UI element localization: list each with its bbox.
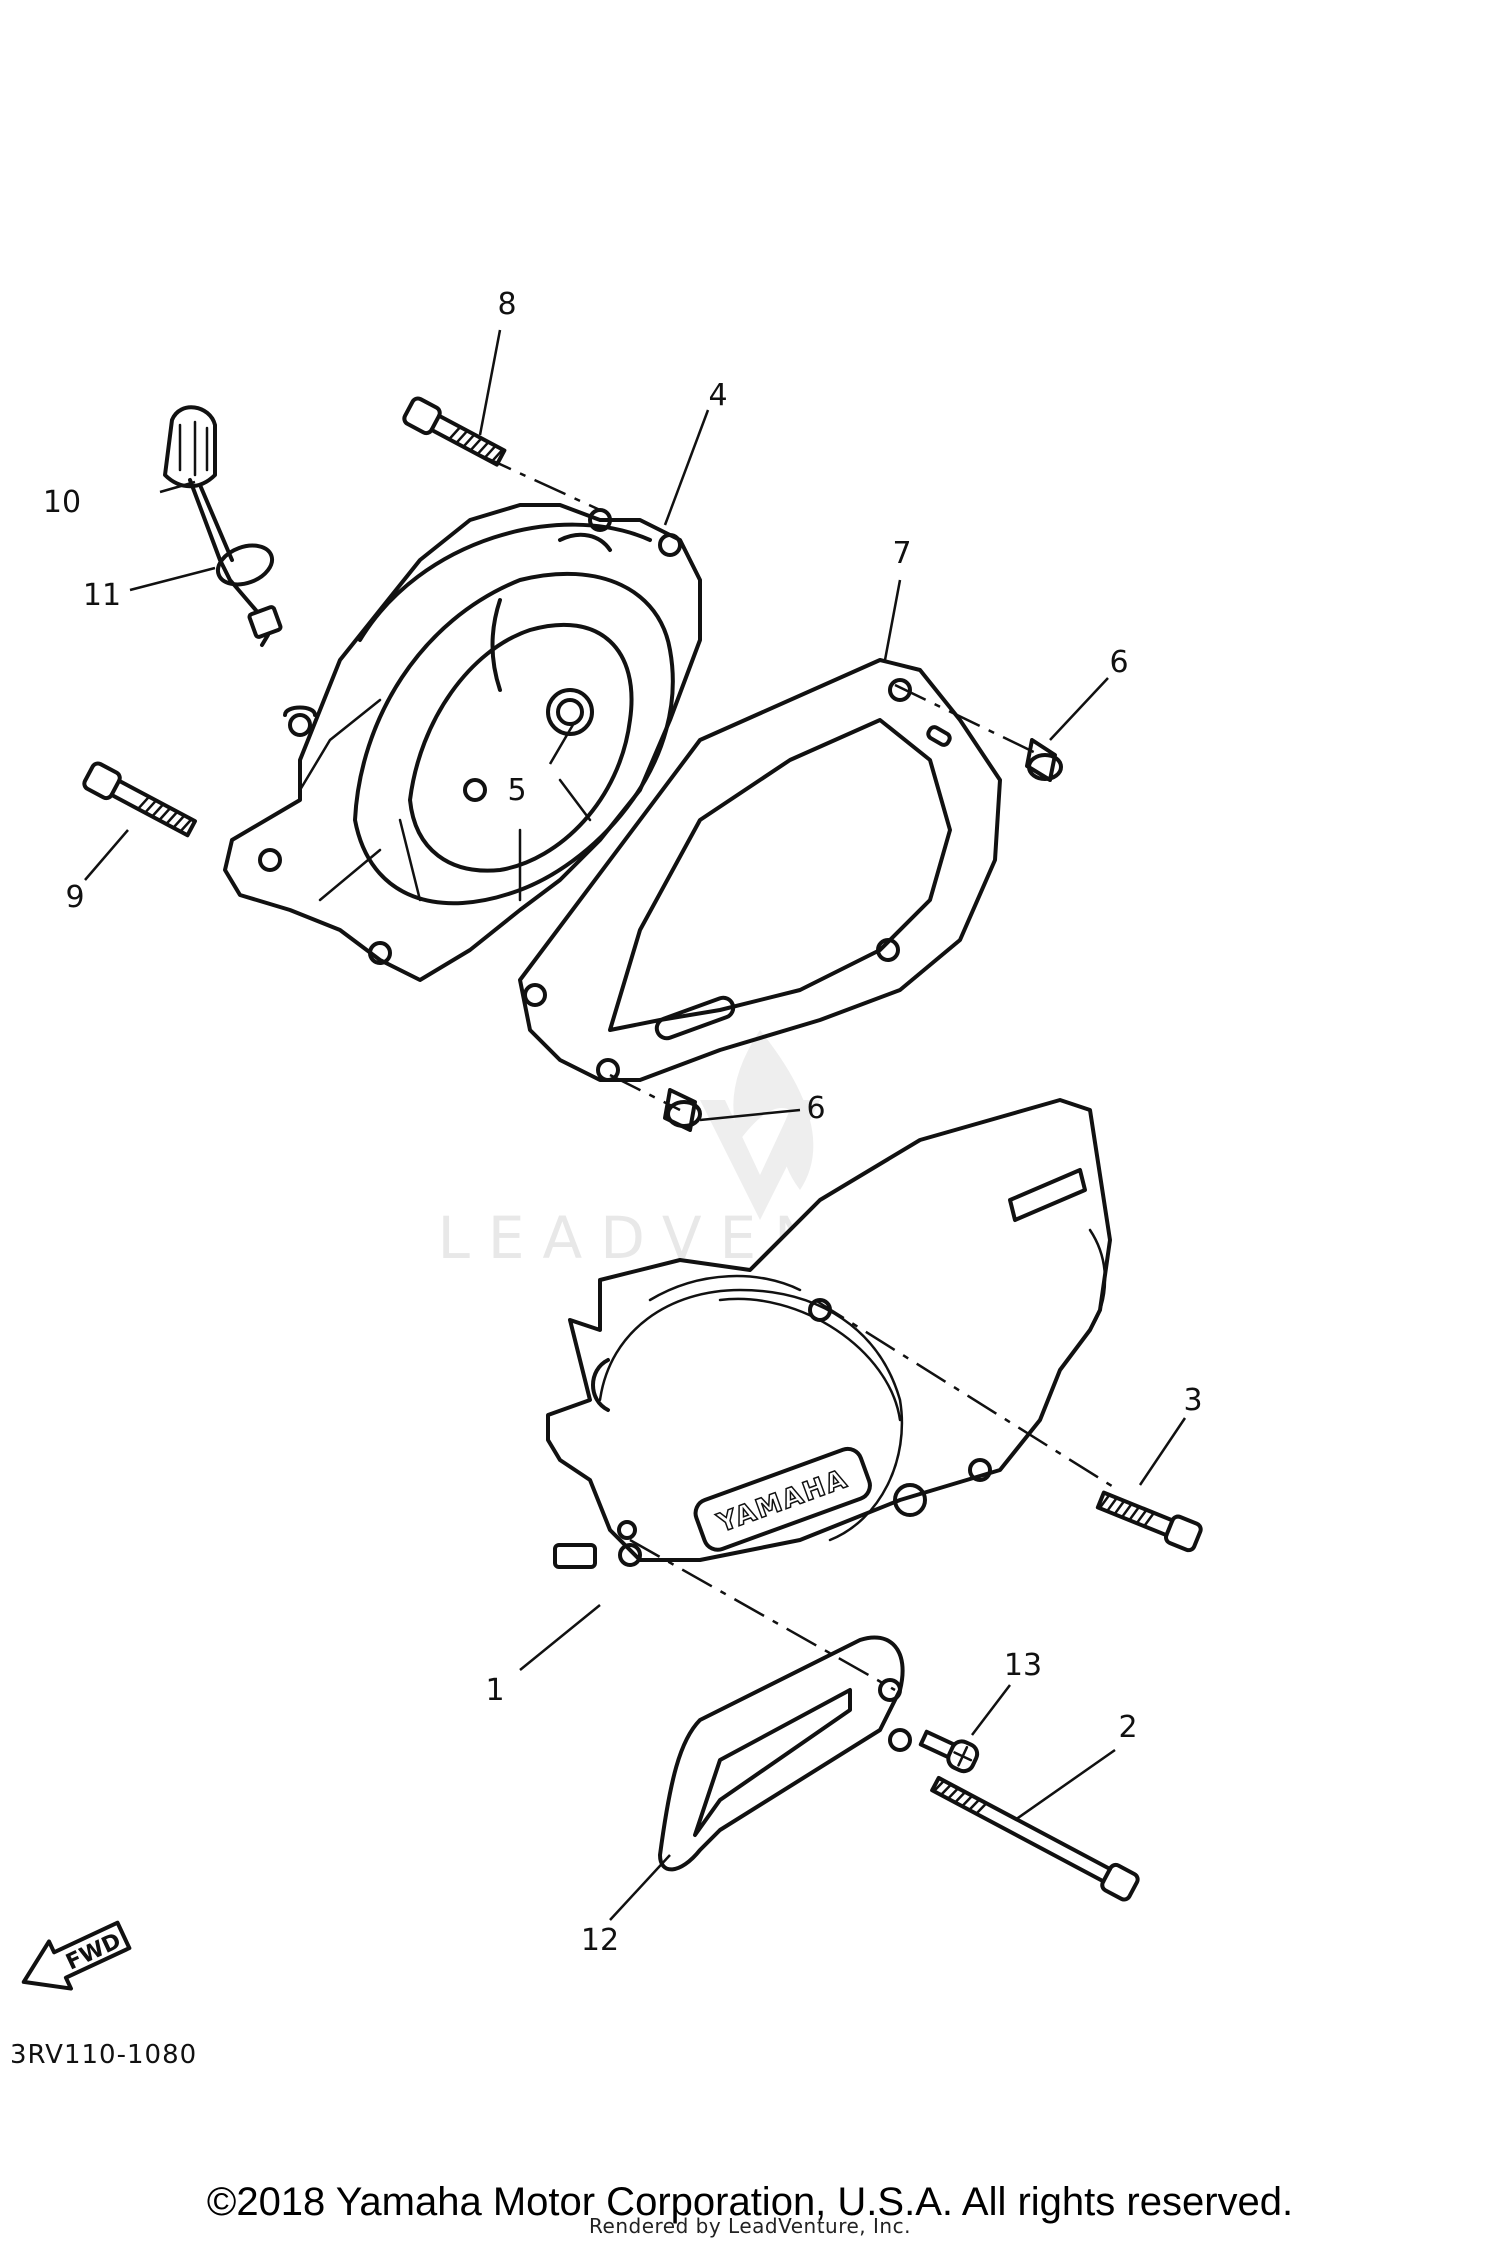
callout-labels: 1 2 3 4 5 6 6 7 8 9 10 11 12 13 bbox=[43, 287, 1203, 1958]
gasket-part bbox=[518, 658, 1002, 1082]
callout-11: 11 bbox=[83, 578, 121, 613]
copyright-text: ©2018 Yamaha Motor Corporation, U.S.A. A… bbox=[206, 2180, 1294, 2224]
callout-6b: 6 bbox=[806, 1091, 825, 1126]
bolt-3 bbox=[1095, 1490, 1203, 1553]
bolt-2 bbox=[930, 1775, 1140, 1902]
callout-1: 1 bbox=[485, 1673, 504, 1708]
callout-2: 2 bbox=[1118, 1710, 1137, 1745]
dowel-pin-lower bbox=[663, 1088, 702, 1132]
dowel-pin-upper bbox=[1025, 738, 1063, 782]
assembly-lines bbox=[479, 453, 1116, 1692]
callout-13: 13 bbox=[1004, 1648, 1042, 1683]
diagram-reference-code: 3RV110-1080 bbox=[10, 2040, 198, 2070]
bolt-9 bbox=[82, 761, 197, 838]
side-cover-part bbox=[546, 1098, 1112, 1569]
rendered-by-text: Rendered by LeadVenture, Inc. bbox=[589, 2214, 911, 2238]
callout-12: 12 bbox=[581, 1923, 619, 1958]
o-ring-part bbox=[215, 543, 275, 587]
callout-5: 5 bbox=[507, 773, 526, 808]
screw-13 bbox=[918, 1729, 980, 1774]
callout-10: 10 bbox=[43, 485, 81, 520]
callout-3: 3 bbox=[1183, 1383, 1202, 1418]
callout-4: 4 bbox=[708, 378, 727, 413]
leader-lines bbox=[84, 329, 1187, 1921]
callout-6a: 6 bbox=[1109, 645, 1128, 680]
bolt-8 bbox=[402, 396, 507, 467]
oil-dipstick-part bbox=[163, 405, 283, 647]
crankcase-cover-part bbox=[223, 503, 702, 982]
callout-9: 9 bbox=[65, 880, 84, 915]
fwd-arrow-icon: FWD bbox=[21, 1920, 132, 1991]
guard-loop-part bbox=[658, 1635, 912, 1872]
callout-7: 7 bbox=[892, 536, 911, 571]
callout-8: 8 bbox=[497, 287, 516, 322]
